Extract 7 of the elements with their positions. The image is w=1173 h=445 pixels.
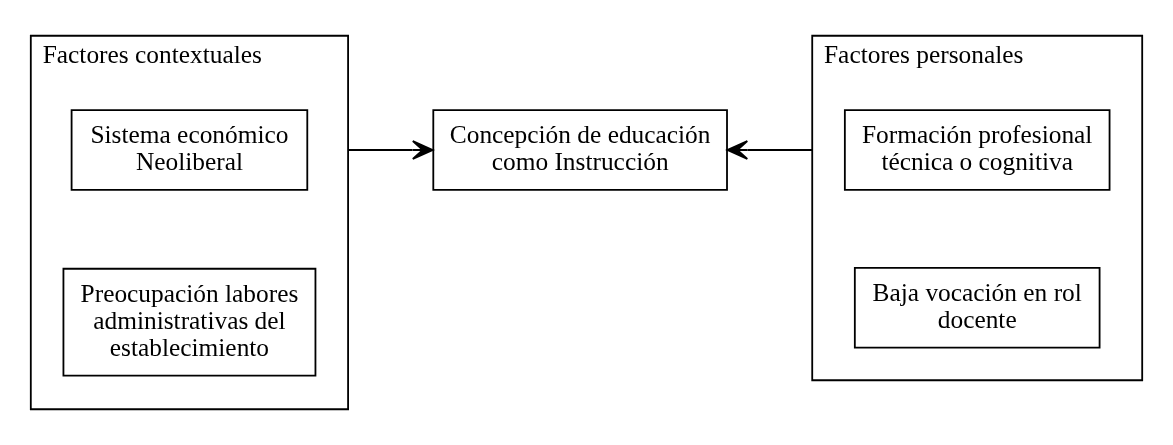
node-box: Formación profesional técnica o cognitiva (843, 109, 1111, 191)
arrow (347, 140, 434, 160)
arrow (726, 140, 814, 160)
node-box: Concepción de educación como Instrucción (432, 109, 728, 191)
node-box: Baja vocación en rol docente (853, 266, 1101, 349)
node-box: Preocupación labores administrativas del establecimiento (62, 267, 317, 377)
node-box: Sistema económico Neoliberal (70, 109, 309, 191)
